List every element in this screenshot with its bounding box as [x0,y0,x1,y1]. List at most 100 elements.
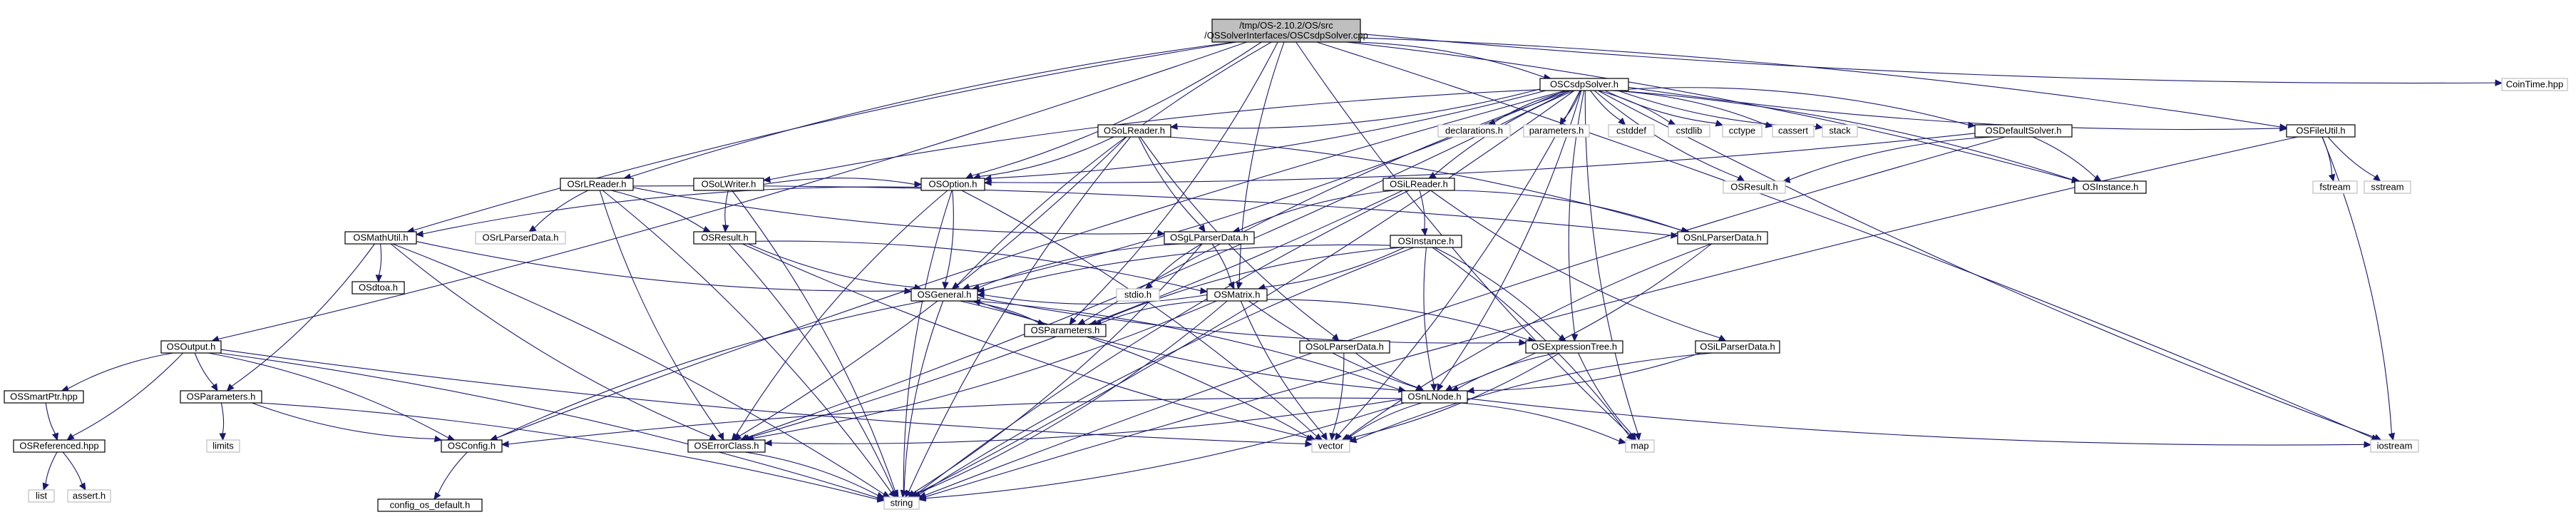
node-osnlparserdata-h[interactable]: OSnLParserData.h [1677,231,1768,245]
edge-arrowhead [433,491,441,501]
edge-OSoLReader_h-to-OSoLParserData_h [1139,136,1340,342]
node-oscsdpsolver-h[interactable]: OSCsdpSolver.h [1539,78,1629,91]
edge-OSInstance_h-to-OSParameters_h_mid [1089,247,1402,327]
node-osparameters-h-mid[interactable]: OSParameters.h [1024,324,1107,337]
edge-root-to-OSGeneral_h [951,41,1272,290]
edge-OSCsdpSolver_h-to-OSoLWriter_h [762,89,1541,183]
node-osmathutil-h[interactable]: OSMathUtil.h [344,231,417,245]
edge-arrowhead [1144,282,1154,290]
edge-line [252,402,436,439]
node-label: OSgLParserData.h [1170,232,1248,243]
edge-arrowhead [1519,339,1527,346]
node-osdefaultsolver-h[interactable]: OSDefaultSolver.h [1974,124,2073,138]
edge-arrowhead [226,383,235,391]
edge-line [960,300,1310,439]
node-box [1097,124,1171,138]
node-osparameters-h[interactable]: OSParameters.h [180,390,262,404]
edge-arrowhead [1331,333,1340,342]
node-label: OSoLWriter.h [702,179,756,190]
edge-OSOutput_h-to-OSSmartPtr_hpp [61,352,174,392]
edge-line [1238,41,1285,283]
edge-line [916,90,1575,494]
node-label: list [36,491,47,501]
edge-line [742,243,1308,439]
node-label: map [1631,441,1648,451]
edge-OSnLNode_h-to-iostream [1467,398,2372,449]
node-osfileutil-h[interactable]: OSFileUtil.h [2286,124,2356,138]
edge-OSResult_h-to-string [728,243,898,498]
node-root[interactable]: /tmp/OS-2.10.2/OS/src/OSSolverInterfaces… [1204,19,1368,43]
node-osolwriter-h[interactable]: OSoLWriter.h [693,178,764,191]
edge-line [919,247,1415,495]
node-osolreader-h[interactable]: OSoLReader.h [1097,124,1171,138]
edge-OSMatrix_h-to-vector [1240,300,1328,441]
node-label: cassert [1778,126,1808,136]
edge-arrowhead [2495,79,2503,86]
node-box [1722,124,1762,138]
node-box [475,231,566,245]
node-label: limits [212,441,234,451]
edge-line [2032,136,2096,178]
edge-OSMathUtil_h-to-OSdtoa_h [375,243,383,283]
edge-arrowhead [2373,434,2382,441]
edge-line [925,136,2006,496]
edge-arrowhead [1334,432,1342,441]
node-osresult-h[interactable]: OSResult.h [693,231,756,245]
node-osnlnode-h[interactable]: OSnLNode.h [1401,390,1468,404]
node-osexpressiontree-h[interactable]: OSExpressionTree.h [1525,340,1623,354]
edge-line [45,451,58,484]
node-osmatrix-h[interactable]: OSMatrix.h [1206,288,1268,302]
node-osolparserdata-h[interactable]: OSoLParserData.h [1299,340,1390,354]
node-osgeneral-h[interactable]: OSGeneral.h [910,288,978,302]
node-ossmartptr-hpp[interactable]: OSSmartPtr.hpp [4,390,84,404]
node-label: iostream [2377,441,2413,451]
node-osinstance-h[interactable]: OSInstance.h [1390,235,1462,248]
edge-arrowhead [1428,172,1437,179]
node-box [1677,231,1768,245]
node-assert-h: assert.h [67,489,111,503]
node-box [693,178,764,191]
node-box [4,390,84,404]
edge-line [1459,402,1620,442]
edge-line [1423,247,1435,385]
edge-line [2321,136,2393,434]
node-osilreader-h[interactable]: OSiLReader.h [1382,178,1455,191]
node-osreferenced-hpp[interactable]: OSReferenced.hpp [13,439,106,453]
node-label: OSErrorClass.h [694,441,759,451]
node-oserrorclass-h[interactable]: OSErrorClass.h [687,439,766,453]
edge-arrowhead [764,439,772,446]
edge-OSCsdpSolver_h-to-iostream [1597,90,2382,441]
node-box [2312,180,2358,194]
node-label: OSDefaultSolver.h [1986,126,2062,136]
node-osoutput-h[interactable]: OSOutput.h [160,340,222,354]
edge-arrowhead [1736,175,1745,182]
node-osglparserdata-h[interactable]: OSgLParserData.h [1164,231,1255,245]
edge-arrowhead [1320,432,1328,441]
node-box [1668,124,1710,138]
node-box [1211,19,1361,43]
node-osinstance-h-top[interactable]: OSInstance.h [2074,180,2147,194]
node-osoption-h[interactable]: OSOption.h [920,178,985,191]
edge-OSReferenced_hpp-to-assert_h [62,451,86,491]
node-box [351,281,405,295]
node-label: vector [1318,441,1344,451]
edge-OSErrorClass_h-to-string [744,451,886,499]
edge-arrowhead [1715,120,1724,127]
edge-line [1604,90,1717,124]
node-box [1116,288,1160,302]
node-osconfig-h[interactable]: OSConfig.h [441,439,503,453]
edge-line [260,402,878,500]
edge-arrowhead [1329,432,1336,441]
edge-arrowhead [942,282,949,290]
edge-OSOutput_h-to-OSParameters_h [194,352,218,392]
edge-line [611,190,705,230]
edge-arrowhead [78,482,86,491]
node-osdtoa-h[interactable]: OSdtoa.h [351,281,405,295]
node-label: OSResult.h [701,232,748,243]
edge-arrowhead [2093,174,2102,182]
node-osilparserdata-h[interactable]: OSiLParserData.h [1695,340,1780,354]
node-label: OSFileUtil.h [2296,126,2345,136]
node-config-os-default-h[interactable]: config_os_default.h [377,498,483,512]
node-osrlreader-h[interactable]: OSrLReader.h [560,178,634,191]
edge-arrowhead [1348,436,1358,444]
